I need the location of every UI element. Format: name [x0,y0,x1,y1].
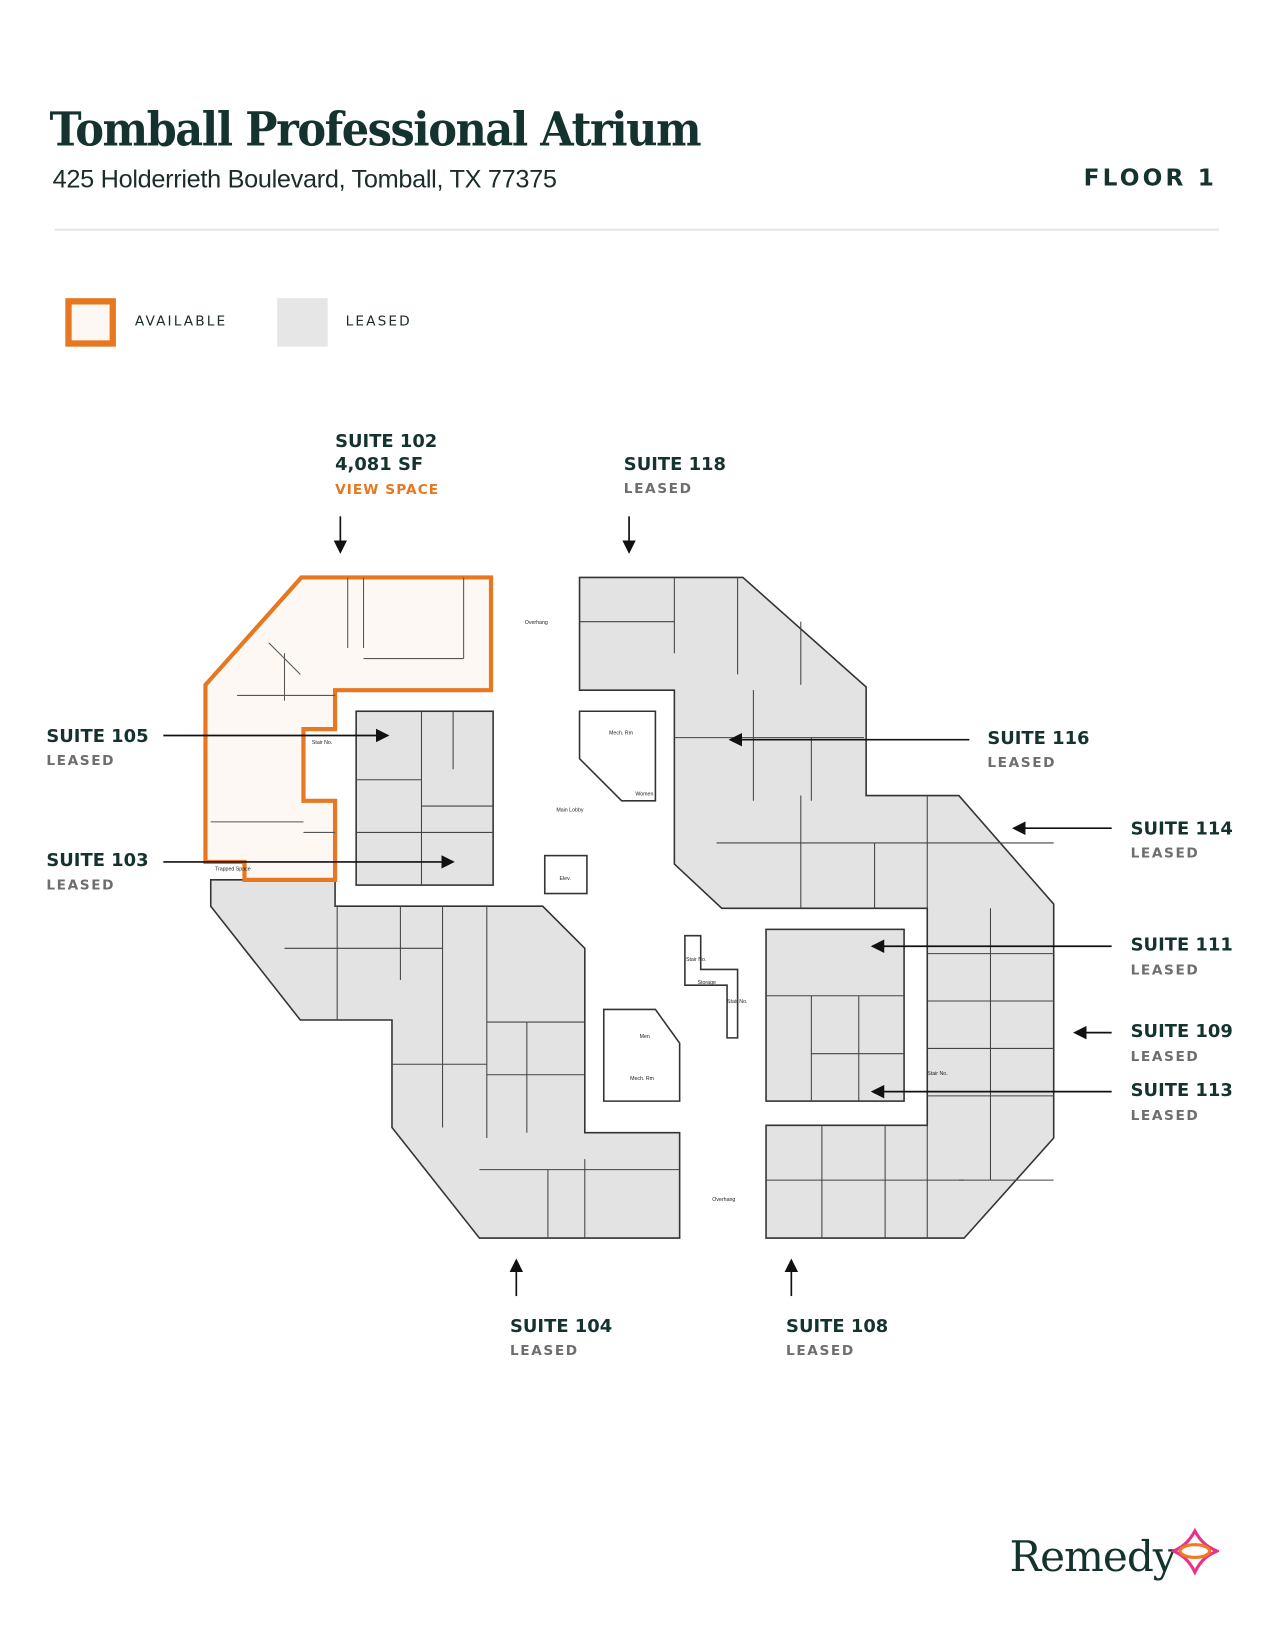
suite-104-status: LEASED [509,1343,579,1360]
leased-area-111-113 [765,928,905,1102]
suite-103-status: LEASED [46,877,116,894]
legend-available-label: AVAILABLE [134,314,228,330]
suite-113-status: LEASED [1130,1108,1200,1125]
leased-area-104 [209,879,681,1239]
suite-102-name: SUITE 102 [335,430,438,453]
suite-109-name: SUITE 109 [1130,1021,1233,1043]
plan-label: Stair No. [727,999,747,1005]
suite-103-name: SUITE 103 [46,850,149,872]
suite-109-status: LEASED [1130,1049,1200,1066]
floor-label: FLOOR 1 [1083,165,1218,192]
plan-label: Stair No. [686,957,706,963]
legend-leased-label: LEASED [345,314,412,330]
address: 425 Holderrieth Boulevard, Tomball, TX 7… [52,165,557,194]
suite-114-name: SUITE 114 [1130,818,1233,840]
remedy-logo-mark-icon [1171,1527,1220,1576]
plan-label: Trapped Space [215,866,251,872]
suite-114-status: LEASED [1130,846,1200,862]
leased-area-east [578,576,1055,1239]
plan-label: Men [640,1034,650,1040]
plan-label: Elev. [560,876,571,882]
plan-label: Women [635,792,653,798]
suite-118-name: SUITE 118 [623,454,726,476]
page-title: Tomball Professional Atrium [49,103,702,158]
suite-108-status: LEASED [786,1343,855,1360]
remedy-logo: Remedy [1009,1533,1176,1582]
suite-104-name: SUITE 104 [509,1316,613,1338]
plan-label: Stair No. [927,1071,947,1077]
suite-102-view-space-link[interactable]: VIEW SPACE [335,482,440,499]
suite-116-status: LEASED [987,755,1057,772]
suite-111-name: SUITE 111 [1130,934,1233,956]
plan-label: Stair No. [312,740,332,746]
plan-label: Mech. Rm [609,730,634,736]
suite-108-name: SUITE 108 [786,1316,889,1338]
suite-113-name: SUITE 113 [1130,1080,1233,1102]
suite-118-status: LEASED [623,481,693,498]
suite-116-name: SUITE 116 [987,728,1090,750]
plan-label: Overhang [525,620,548,626]
suite-111-status: LEASED [1130,963,1200,979]
leased-area-105-103 [355,710,494,886]
plan-label: Overhang [712,1197,735,1203]
plan-label: Mech. Rm [630,1076,655,1082]
suite-105-status: LEASED [46,753,116,770]
legend-available-swatch [65,298,116,347]
legend-leased-swatch [277,298,328,347]
suite-105-name: SUITE 105 [46,725,149,748]
plan-label: Main Lobby [556,807,584,813]
plan-label: Storage [698,980,716,986]
suite-102-size: 4,081 SF [335,454,424,476]
divider [54,228,1220,231]
